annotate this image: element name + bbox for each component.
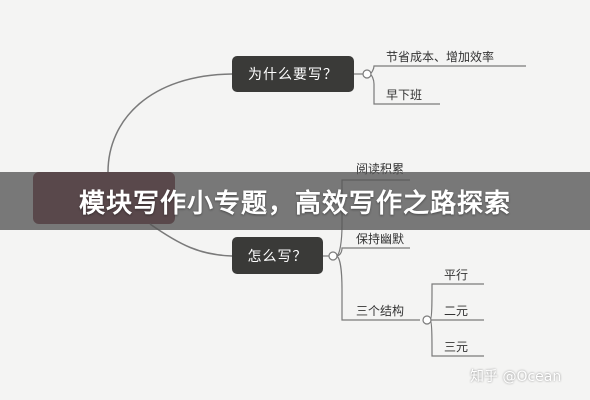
leaf-ternary[interactable]: 三元 [444,340,469,354]
connector-leaf-save-cost [368,65,526,75]
leaf-structure[interactable]: 三个结构 [356,304,405,318]
connector-leaf-humor [335,247,410,257]
collapse-toggle-how[interactable] [328,251,338,261]
collapse-toggle-structure[interactable] [422,315,432,325]
branch-label-why: 为什么要写？ [248,67,338,83]
branch-label-how: 怎么写？ [247,248,308,265]
branch-node-how[interactable]: 怎么写？ [232,237,323,274]
banner-title: 模块写作小专题，高效写作之路探索 [78,188,511,219]
collapse-toggle-why[interactable] [362,69,372,79]
branch-node-why[interactable]: 为什么要写？ [232,56,354,92]
title-banner [0,172,590,230]
leaf-parallel[interactable]: 平行 [444,268,469,282]
leaf-binary[interactable]: 二元 [444,304,469,318]
connector-branch-why [107,73,233,173]
leaf-leave-early[interactable]: 早下班 [386,88,423,102]
leaf-humor[interactable]: 保持幽默 [356,232,405,246]
leaf-save-cost[interactable]: 节省成本、增加效率 [386,50,495,64]
watermark: 知乎 @Ocean [470,369,562,385]
